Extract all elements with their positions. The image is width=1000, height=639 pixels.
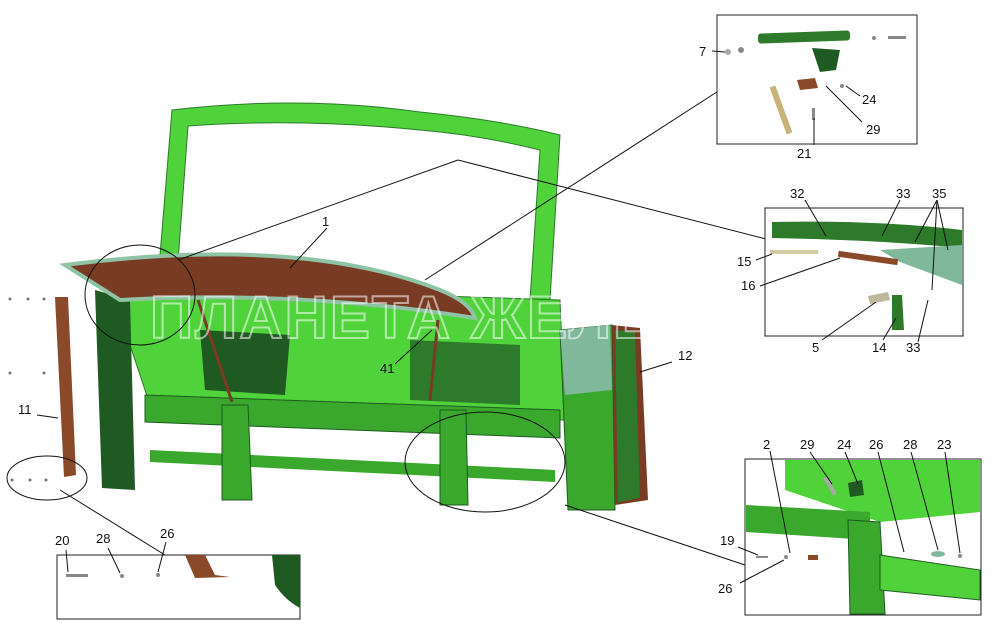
washer-7 xyxy=(725,49,731,55)
hinge-plate xyxy=(797,78,818,90)
frame-beam xyxy=(746,505,870,540)
callout-mid-32: 32 xyxy=(790,186,804,201)
callout-bl-28: 28 xyxy=(96,531,110,546)
callout-12: 12 xyxy=(678,348,692,363)
callout-mid-5: 5 xyxy=(812,340,819,355)
main-callouts: 1 41 11 12 xyxy=(18,214,692,419)
left-fender xyxy=(95,290,135,490)
part-14 xyxy=(892,295,904,330)
callout-mid-33b: 33 xyxy=(906,340,920,355)
callout-11: 11 xyxy=(18,402,32,417)
callout-mid-16: 16 xyxy=(741,278,755,293)
hinge-strut xyxy=(769,85,793,135)
seal-edge xyxy=(880,245,962,285)
callout-br-23: 23 xyxy=(937,437,951,452)
bracket-24 xyxy=(848,480,864,497)
callout-br-26a: 26 xyxy=(869,437,883,452)
hood xyxy=(59,252,478,321)
left-pad xyxy=(55,297,76,477)
callout-mid-33a: 33 xyxy=(896,186,910,201)
washer-28 xyxy=(120,574,124,578)
watermark: ПЛАНЕТА ЖЕЛЕЗЯКА xyxy=(150,284,822,351)
cab-illustration xyxy=(8,102,648,511)
callout-mid-35: 35 xyxy=(932,186,946,201)
callout-1: 1 xyxy=(322,214,329,229)
bolt-29 xyxy=(823,476,837,496)
gas-strut-left xyxy=(196,299,234,403)
inset-leaders xyxy=(59,89,771,566)
part-5 xyxy=(868,292,890,304)
callout-mid-14: 14 xyxy=(872,340,886,355)
frame-post xyxy=(847,519,886,615)
frame-lower xyxy=(879,554,981,601)
callout-top-24: 24 xyxy=(862,92,876,107)
callout-br-29: 29 xyxy=(800,437,814,452)
fender-corner xyxy=(272,555,300,608)
lower-cavity xyxy=(200,330,290,395)
callout-br-26b: 26 xyxy=(718,581,732,596)
loose-fasteners xyxy=(8,297,48,482)
part-16 xyxy=(837,250,899,266)
lower-frame-bar xyxy=(150,450,555,482)
callout-br-2: 2 xyxy=(763,437,770,452)
inset-bracket-mount: 2 29 24 26 28 23 19 26 xyxy=(718,437,982,616)
part-15 xyxy=(770,250,818,254)
inset-hood-seal: 32 33 35 15 16 5 14 33 xyxy=(737,186,964,355)
frame-top xyxy=(785,460,980,522)
seal-strip xyxy=(772,221,962,248)
callout-br-19: 19 xyxy=(720,533,734,548)
detail-ellipse-lower-left xyxy=(6,455,88,501)
callout-top-29: 29 xyxy=(866,122,880,137)
left-bracket xyxy=(221,404,253,501)
inset-pad-mount: 20 28 26 xyxy=(55,526,301,620)
callout-br-28: 28 xyxy=(903,437,917,452)
pad-corner xyxy=(185,555,230,578)
callout-top-7: 7 xyxy=(699,44,706,59)
lower-cavity-right xyxy=(410,340,520,405)
inset-hood-hinge: 7 24 29 21 xyxy=(699,14,918,161)
callout-bl-26: 26 xyxy=(160,526,174,541)
right-bracket xyxy=(439,409,469,506)
gas-strut-right xyxy=(428,319,440,401)
callout-top-21: 21 xyxy=(797,146,811,161)
callout-bl-20: 20 xyxy=(55,533,69,548)
bolt-20 xyxy=(66,574,88,577)
hinge-bar xyxy=(757,30,851,44)
right-pad-face xyxy=(615,330,640,502)
detail-ellipse-hood-left xyxy=(84,244,196,346)
callout-mid-15: 15 xyxy=(737,254,751,269)
washer-28-br xyxy=(931,551,945,557)
hinge-arm xyxy=(812,48,840,72)
detail-ellipse-bracket-right xyxy=(404,411,566,513)
callout-br-24: 24 xyxy=(837,437,851,452)
callout-41: 41 xyxy=(380,361,394,376)
nut-26 xyxy=(156,573,160,577)
right-fender-top xyxy=(560,325,612,395)
